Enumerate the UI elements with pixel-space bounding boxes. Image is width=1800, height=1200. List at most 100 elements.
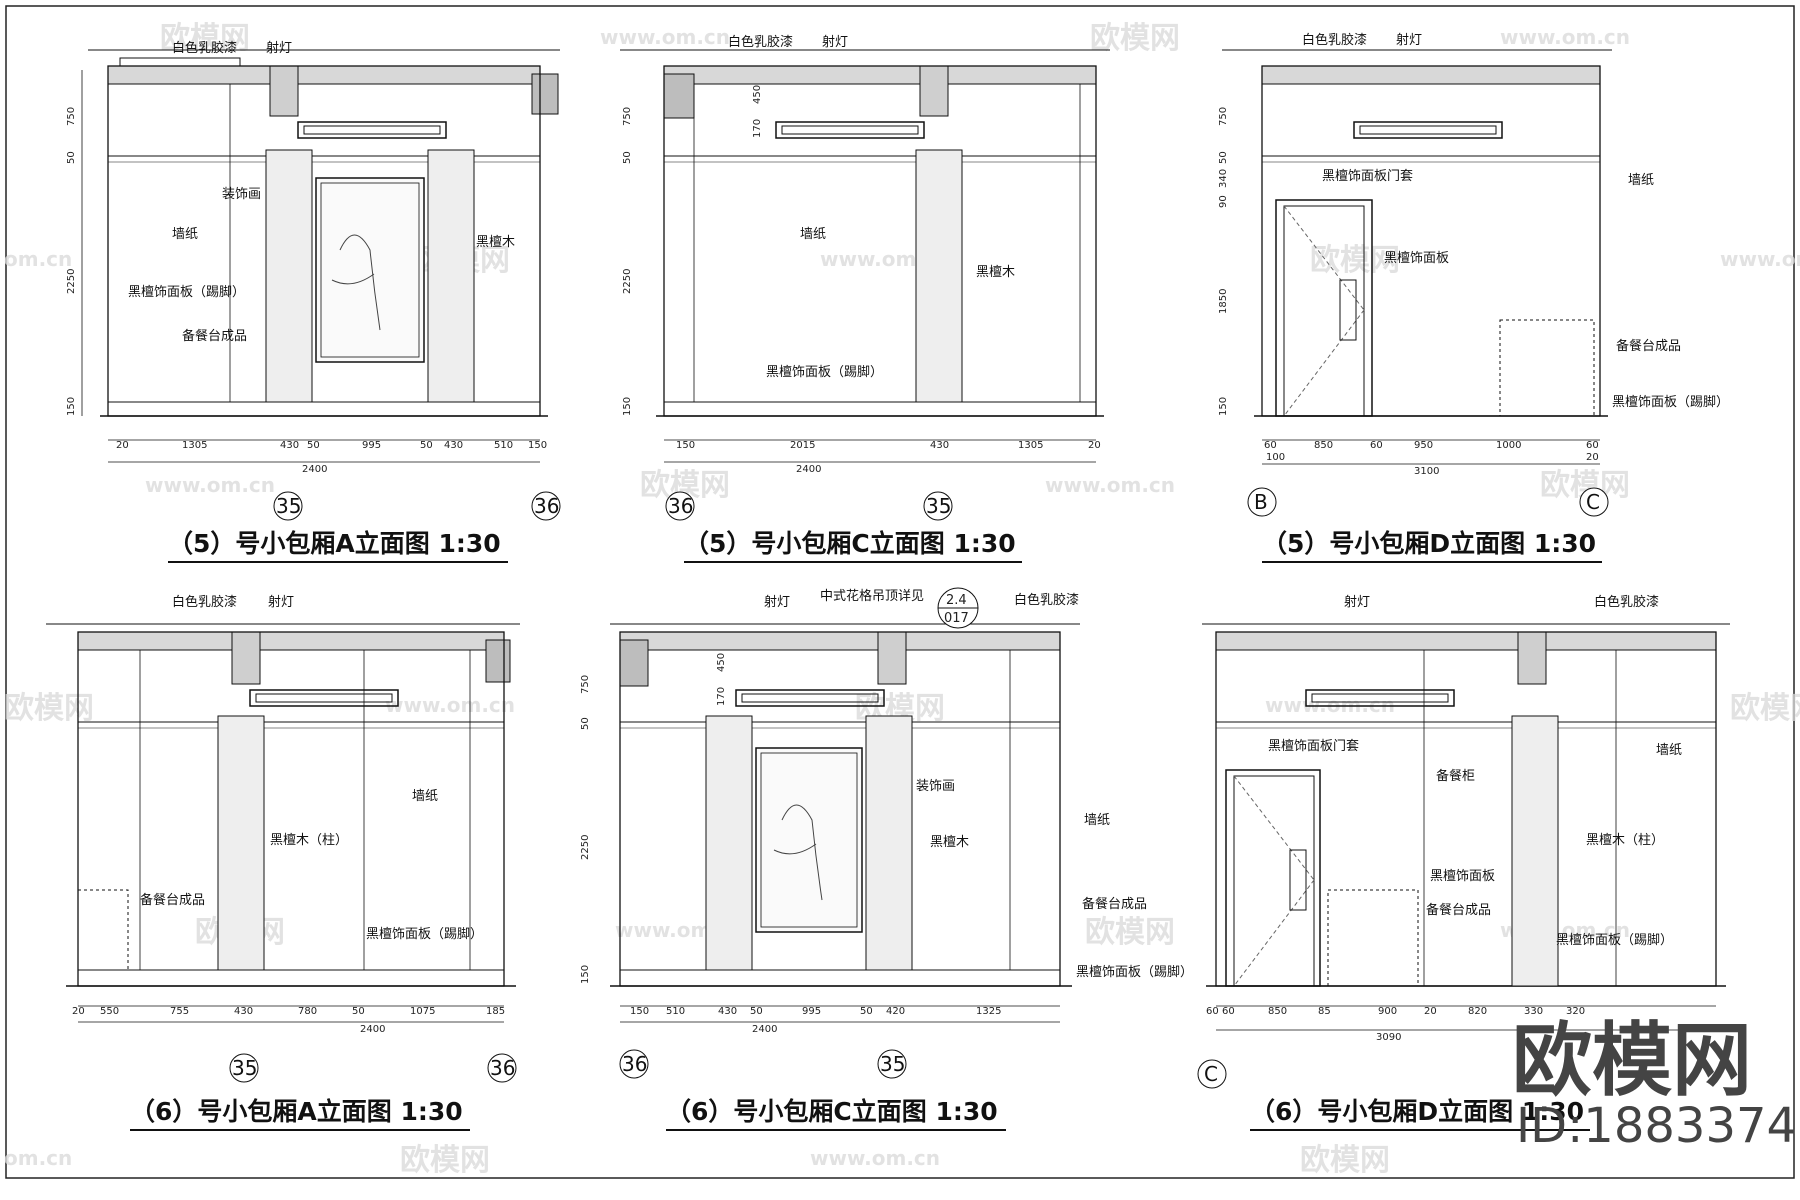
svg-text:墙纸: 墙纸: [1084, 813, 1110, 828]
brand-logo-text: 欧模网: [1512, 1014, 1752, 1107]
axis-marker: 36: [534, 494, 559, 518]
svg-text:50: 50: [860, 1006, 873, 1017]
elevation-title: （5）号小包厢C立面图 1:30: [684, 529, 1016, 558]
svg-text:150: 150: [580, 965, 591, 984]
watermark-brand: 欧模网: [400, 1143, 490, 1178]
watermark-brand: 欧模网: [1300, 1143, 1390, 1178]
svg-text:900: 900: [1378, 1006, 1397, 1017]
note-label: 墙纸: [172, 227, 198, 242]
svg-text:430: 430: [280, 440, 299, 451]
svg-text:2.4: 2.4: [946, 593, 967, 608]
svg-text:备餐台成品: 备餐台成品: [1426, 902, 1491, 918]
svg-text:50: 50: [622, 151, 633, 164]
svg-text:60: 60: [1586, 440, 1599, 451]
svg-text:黑檀饰面板（踢脚）: 黑檀饰面板（踢脚）: [366, 926, 483, 942]
svg-text:150: 150: [1218, 397, 1229, 416]
svg-text:2400: 2400: [752, 1024, 777, 1035]
svg-text:备餐台成品: 备餐台成品: [1082, 896, 1147, 912]
svg-text:黑檀饰面板: 黑檀饰面板: [1384, 250, 1449, 266]
svg-text:185: 185: [486, 1006, 505, 1017]
svg-text:20: 20: [1586, 452, 1599, 463]
svg-text:150: 150: [622, 397, 633, 416]
svg-text:430: 430: [930, 440, 949, 451]
elevation-6d: [1202, 623, 1730, 987]
elevation-6a: [46, 623, 520, 987]
watermark-url: om.cn: [4, 1146, 72, 1170]
note-label: 射灯: [266, 40, 292, 56]
svg-text:黑檀木（柱）: 黑檀木（柱）: [270, 832, 348, 848]
svg-text:510: 510: [666, 1006, 685, 1017]
elevation-title: （6）号小包厢C立面图 1:30: [666, 1097, 998, 1126]
elevation-6d-notes: 射灯 白色乳胶漆 黑檀饰面板门套 备餐柜 墙纸 黑檀木（柱） 黑檀饰面板 备餐台…: [1268, 594, 1682, 948]
elevation-6c: [610, 623, 1080, 987]
svg-text:黑檀木: 黑檀木: [930, 834, 969, 850]
svg-text:备餐台成品: 备餐台成品: [140, 892, 205, 908]
axis-marker: B: [1254, 490, 1268, 514]
svg-text:20: 20: [1088, 440, 1101, 451]
svg-text:黑檀饰面板门套: 黑檀饰面板门套: [1322, 168, 1413, 184]
svg-text:3090: 3090: [1376, 1032, 1401, 1043]
svg-text:20: 20: [1424, 1006, 1437, 1017]
svg-text:1305: 1305: [1018, 440, 1043, 451]
elevation-5d-dims: 60 850 60 950 1000 60 100 20 3100 750 50…: [1218, 107, 1609, 563]
svg-text:20: 20: [116, 440, 129, 451]
svg-text:墙纸: 墙纸: [1628, 173, 1654, 188]
watermark-brand: 欧模网: [4, 691, 94, 726]
axis-marker: 35: [276, 494, 301, 518]
svg-text:170: 170: [752, 119, 763, 138]
svg-text:3100: 3100: [1414, 466, 1439, 477]
svg-text:1075: 1075: [410, 1006, 435, 1017]
svg-text:20: 20: [72, 1006, 85, 1017]
elevation-6c-notes: 射灯 中式花格吊顶详见 白色乳胶漆 装饰画 墙纸 黑檀木 备餐台成品 黑檀饰面板…: [764, 587, 1193, 980]
svg-text:白色乳胶漆: 白色乳胶漆: [1014, 592, 1079, 608]
svg-text:2015: 2015: [790, 440, 815, 451]
svg-text:白色乳胶漆: 白色乳胶漆: [1302, 32, 1367, 48]
note-label: 白色乳胶漆: [172, 40, 237, 56]
note-label: 黑檀木: [476, 234, 515, 250]
watermark-url: www.om.cn: [385, 693, 515, 717]
elevation-5c-dims: 150 2015 430 1305 20 2400 750 450 170 50…: [622, 85, 1101, 563]
svg-text:150: 150: [66, 397, 77, 416]
svg-text:2400: 2400: [302, 464, 327, 475]
svg-text:黑檀饰面板（踢脚）: 黑檀饰面板（踢脚）: [1612, 394, 1729, 410]
brand-watermark: 欧模网 ID:1883374: [1512, 1014, 1797, 1154]
elevation-title: （6）号小包厢D立面图 1:30: [1250, 1097, 1584, 1126]
svg-text:017: 017: [944, 611, 969, 626]
svg-text:50: 50: [750, 1006, 763, 1017]
note-label: 黑檀饰面板（踢脚）: [128, 284, 245, 300]
elevation-6c-dims: 150 510 430 50 995 50 420 1325 2400 750 …: [580, 653, 1060, 1131]
watermark-url: www.om.cn: [810, 1146, 940, 1170]
elevation-title: （6）号小包厢A立面图 1:30: [130, 1097, 463, 1126]
svg-text:150: 150: [528, 440, 547, 451]
watermark-url: www.om.cn: [1500, 25, 1630, 49]
svg-text:墙纸: 墙纸: [800, 227, 826, 242]
svg-text:1850: 1850: [1218, 289, 1229, 314]
svg-text:2400: 2400: [360, 1024, 385, 1035]
axis-marker: 36: [622, 1052, 647, 1076]
svg-text:450: 450: [716, 653, 727, 672]
svg-text:60: 60: [1264, 440, 1277, 451]
svg-text:射灯: 射灯: [822, 34, 848, 50]
elevation-5a-dims: 20 1305 430 50 995 50 430 510 150 2400 7…: [66, 107, 561, 563]
svg-text:510: 510: [494, 440, 513, 451]
axis-marker: 35: [926, 494, 951, 518]
svg-text:射灯: 射灯: [268, 594, 294, 610]
svg-text:450: 450: [752, 85, 763, 104]
axis-marker: 35: [880, 1052, 905, 1076]
svg-text:白色乳胶漆: 白色乳胶漆: [728, 34, 793, 50]
svg-text:330: 330: [1524, 1006, 1543, 1017]
axis-marker: 35: [232, 1056, 257, 1080]
svg-text:黑檀饰面板（踢脚）: 黑檀饰面板（踢脚）: [1556, 932, 1673, 948]
elevation-6a-notes: 白色乳胶漆 射灯 墙纸 黑檀木（柱） 备餐台成品 黑檀饰面板（踢脚）: [140, 594, 483, 942]
svg-text:85: 85: [1318, 1006, 1331, 1017]
axis-marker: C: [1204, 1062, 1218, 1086]
svg-text:射灯: 射灯: [1396, 32, 1422, 48]
svg-text:备餐柜: 备餐柜: [1436, 768, 1475, 784]
decorative-painting: [315, 177, 425, 363]
elevation-title: （5）号小包厢D立面图 1:30: [1262, 529, 1596, 558]
svg-text:995: 995: [802, 1006, 821, 1017]
elevation-title: （5）号小包厢A立面图 1:30: [168, 529, 501, 558]
elevation-5c: [620, 49, 1110, 417]
svg-text:黑檀饰面板（踢脚）: 黑檀饰面板（踢脚）: [1076, 964, 1193, 980]
svg-text:90: 90: [1218, 195, 1229, 208]
